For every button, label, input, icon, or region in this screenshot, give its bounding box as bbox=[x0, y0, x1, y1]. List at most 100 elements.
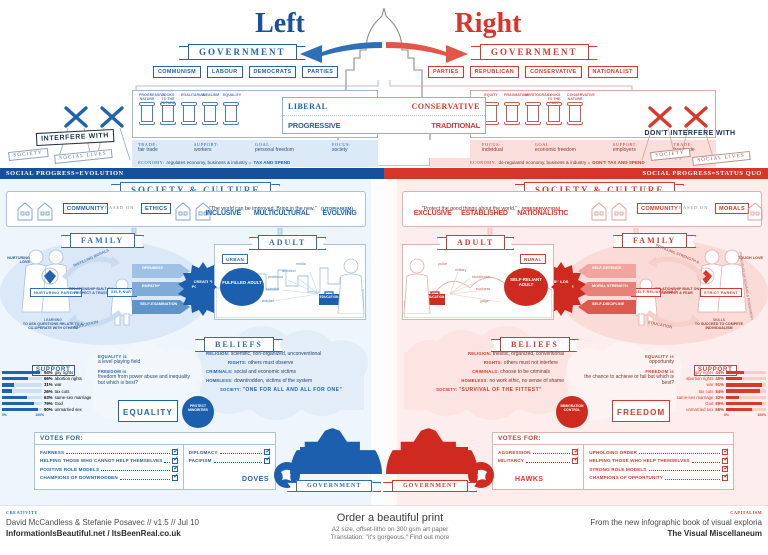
right-arrow-self-defence: SELF-DEFENCE bbox=[592, 266, 622, 270]
right-government-ribbon: GOVERNMENT bbox=[480, 42, 589, 60]
footer-urls[interactable]: InformationIsBeautiful.net / ItsBeenReal… bbox=[6, 529, 181, 538]
left-equality-value: a level playing field bbox=[98, 359, 141, 366]
right-family-heading-ribbon: FAMILY bbox=[622, 230, 688, 248]
checkbox-icon[interactable] bbox=[264, 456, 271, 464]
left-ethics-tag: ETHICS bbox=[141, 203, 172, 214]
support-pct: 94 bbox=[44, 370, 49, 375]
left-party-communism[interactable]: COMMUNISM bbox=[153, 66, 202, 78]
left-adult-figure-icon bbox=[337, 258, 365, 314]
vote-label: MILITARCY bbox=[498, 458, 525, 463]
right-economy-highlight: DON'T TAX AND SPEND bbox=[592, 160, 645, 165]
right-party-republican[interactable]: REPUBLICAN bbox=[469, 66, 520, 78]
right-equality-key: EQUALITY is bbox=[644, 354, 674, 359]
support-pct: 66 bbox=[44, 376, 49, 382]
support-pct: 66 bbox=[715, 407, 721, 413]
vote-item[interactable]: AGGRESSION bbox=[498, 448, 580, 455]
left-urban-tag: URBAN bbox=[222, 254, 249, 264]
left-pillar-group: PROGRESSIVE NATURE LOOKS TO THE FUTURE E… bbox=[133, 91, 377, 125]
vote-item[interactable]: CHAMPIONS OF DOWNTRODDEN bbox=[40, 473, 179, 481]
attr-key: GOAL: bbox=[255, 142, 272, 147]
vote-item[interactable]: POSITIVE ROLE MODELS bbox=[40, 465, 179, 472]
checkbox-icon[interactable] bbox=[171, 473, 179, 481]
right-houses-icon-2 bbox=[747, 202, 763, 221]
checkbox-icon[interactable] bbox=[722, 473, 729, 481]
belief-key: SOCIETY: bbox=[220, 386, 242, 392]
vote-item[interactable]: UPHOLDING ORDER bbox=[589, 448, 729, 455]
vote-item[interactable]: HELPING THOSE WHO CANNOT HELP THEMSELVES bbox=[40, 456, 179, 464]
left-job-professor: professor bbox=[268, 275, 283, 279]
right-votes-title-row: VOTES FOR: bbox=[493, 433, 733, 445]
left-government-ribbon: GOVERNMENT bbox=[188, 42, 297, 60]
right-hawks-label: HAWKS bbox=[515, 476, 544, 483]
word-established: ESTABLISHED bbox=[461, 210, 508, 217]
vote-item[interactable]: FAIRNESS bbox=[40, 448, 179, 455]
footer-order-spec: A2 size, offset-litho on 300 gsm art pap… bbox=[331, 526, 449, 533]
left-party-labour[interactable]: LABOUR bbox=[207, 66, 243, 78]
left-support-title: SUPPORT bbox=[32, 364, 75, 376]
belief-key: HOMELESS: bbox=[206, 377, 233, 383]
support-pct: 32 bbox=[715, 394, 721, 400]
pillar-label: IDEALISM bbox=[202, 93, 220, 97]
ideology-liberal: LIBERAL bbox=[288, 102, 328, 111]
vote-item[interactable]: DIPLOMACY bbox=[189, 448, 271, 455]
vote-item[interactable]: STRONG ROLE MODELS bbox=[589, 465, 729, 472]
footer-order-title[interactable]: Order a beautiful print bbox=[336, 512, 444, 524]
footer-capitalism-tag: CAPITALISM bbox=[730, 510, 762, 515]
right-economy-row: ECONOMY: de-regulated economy, business … bbox=[430, 158, 716, 167]
support-row: 63% same-sex marriage bbox=[2, 395, 92, 400]
belief-row-society: SOCIETY: "ONE FOR ALL AND ALL FOR ONE" bbox=[206, 386, 372, 394]
vote-item[interactable]: MILITARCY bbox=[498, 456, 580, 464]
checkbox-icon[interactable] bbox=[722, 465, 729, 472]
right-skills-block: SKILLS TO SUCCEED TO COMPETE INDIVIDUALI… bbox=[688, 318, 750, 331]
vote-item[interactable]: PACIFISM bbox=[189, 456, 271, 464]
attr-key: FOCUS: bbox=[332, 142, 351, 147]
left-party-democrats[interactable]: DEMOCRATS bbox=[248, 66, 297, 78]
vote-label: UPHOLDING ORDER bbox=[589, 449, 637, 455]
vote-label: CHAMPIONS OF OPPORTUNITY bbox=[589, 475, 664, 480]
attr-value: fair trade bbox=[138, 147, 158, 153]
checkbox-icon[interactable] bbox=[264, 448, 271, 455]
attr-key: SUPPORT: bbox=[194, 142, 219, 147]
ideology-row-secondary: PROGRESSIVE TRADITIONAL bbox=[283, 116, 485, 134]
vote-item[interactable]: HELPING THOSE WHO HELP THEMSELVES bbox=[589, 456, 729, 464]
right-economy-text: de-regulated economy, business & industr… bbox=[498, 160, 591, 165]
checkbox-icon[interactable] bbox=[722, 456, 729, 464]
left-protect-minorities-circle bbox=[182, 396, 214, 428]
left-houses-icon-2 bbox=[175, 202, 211, 221]
vote-label: FAIRNESS bbox=[40, 449, 65, 455]
left-learning-block: LEARNING TO ASK QUESTIONS RELATE TO & CO… bbox=[22, 318, 84, 331]
checkbox-icon[interactable] bbox=[572, 448, 580, 455]
checkbox-icon[interactable] bbox=[171, 448, 179, 455]
left-job-architect: architect bbox=[282, 269, 296, 273]
left-protect-minorities-label: PROTECT MINORITIES bbox=[188, 404, 208, 412]
right-attr-goal: GOAL: economic freedom bbox=[535, 142, 603, 153]
left-learning-text: TO ASK QUESTIONS RELATE TO & CO-OPERATE … bbox=[22, 322, 84, 331]
left-support-title-box: SUPPORT bbox=[32, 358, 75, 376]
right-self-reliant-adult-circle bbox=[504, 268, 548, 306]
support-row: gay rights 44% bbox=[676, 370, 766, 375]
checkbox-icon[interactable] bbox=[171, 456, 179, 464]
right-immigration-control-circle bbox=[556, 396, 588, 428]
right-values-text: EQUALITY is opportunity FREEDOM is the c… bbox=[578, 354, 674, 386]
belief-row-criminals: CRIMINALS: social and economic victims bbox=[206, 369, 372, 376]
left-society-panel: COMMUNITY BASED ON ETHICS "The world can… bbox=[6, 191, 366, 227]
vote-label: AGGRESSION bbox=[498, 449, 531, 455]
checkbox-icon[interactable] bbox=[722, 448, 729, 455]
support-row: same-sex marriage 32% bbox=[676, 395, 766, 400]
right-party-nationalist[interactable]: NATIONALIST bbox=[587, 66, 638, 78]
checkbox-icon[interactable] bbox=[572, 456, 580, 464]
checkbox-icon[interactable] bbox=[171, 465, 179, 472]
vote-item[interactable]: CHAMPIONS OF OPPORTUNITY bbox=[589, 473, 729, 481]
right-job-lines bbox=[449, 271, 501, 303]
right-parties-label: PARTIES bbox=[428, 66, 464, 78]
right-party-conservative[interactable]: CONSERVATIVE bbox=[525, 66, 582, 78]
support-label: God bbox=[705, 400, 714, 406]
left-job-scientist: scientist bbox=[266, 287, 279, 291]
left-values-text: EQUALITY is a level playing field FREEDO… bbox=[98, 354, 194, 386]
belief-key: CRIMINALS: bbox=[472, 368, 499, 374]
footer-order-translation[interactable]: Translation: "it's gorgeous." Find out m… bbox=[330, 534, 450, 541]
left-beliefs-heading: BELIEFS bbox=[204, 337, 274, 352]
footer-left: CREATIVITY David McCandless & Stefanie P… bbox=[6, 510, 199, 538]
attr-value: personal freedom bbox=[255, 147, 294, 153]
right-job-stockbroker: stockbroker bbox=[472, 275, 491, 279]
